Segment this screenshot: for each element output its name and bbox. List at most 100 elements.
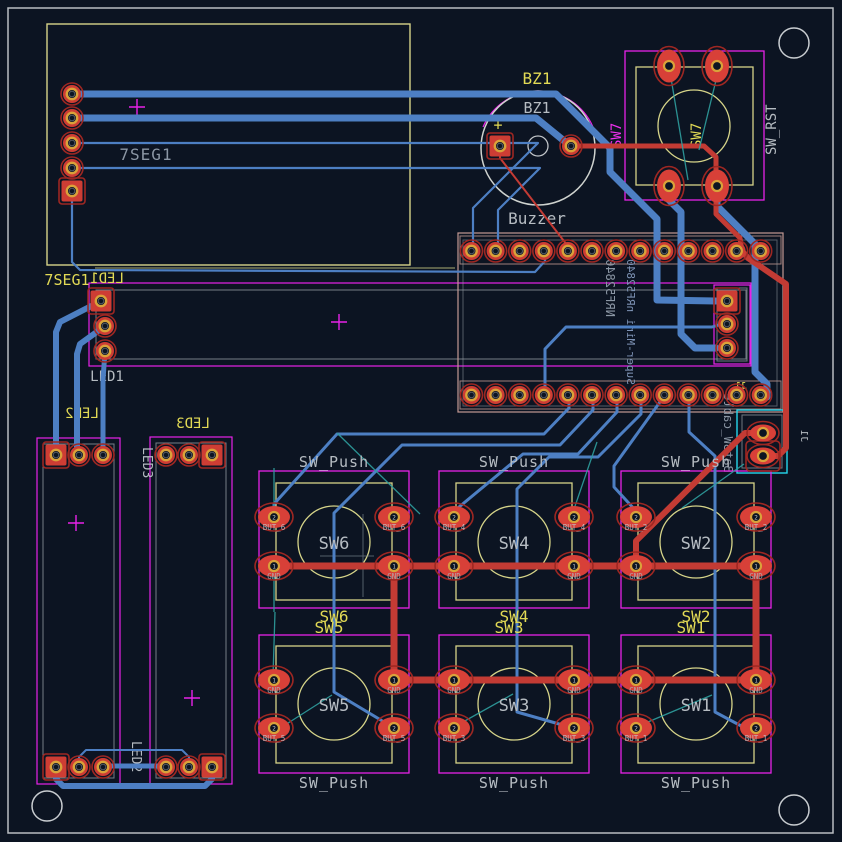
through-hole-pad[interactable] bbox=[60, 82, 84, 106]
trace-blue[interactable] bbox=[332, 393, 595, 730]
through-hole-pad[interactable] bbox=[42, 441, 70, 469]
through-hole-pad[interactable] bbox=[434, 665, 474, 695]
through-hole-pad[interactable] bbox=[604, 239, 628, 263]
trace-blue[interactable] bbox=[74, 323, 108, 458]
trace-blue[interactable] bbox=[100, 348, 108, 458]
through-hole-pad[interactable] bbox=[556, 383, 580, 407]
through-hole-pad[interactable] bbox=[67, 443, 91, 467]
through-hole-pad[interactable] bbox=[93, 314, 117, 338]
through-hole-pad[interactable] bbox=[652, 383, 677, 407]
through-hole-pad[interactable] bbox=[154, 443, 178, 467]
through-hole-pad[interactable] bbox=[254, 551, 294, 581]
through-hole-pad[interactable] bbox=[254, 713, 294, 743]
through-hole-pad[interactable] bbox=[58, 177, 86, 205]
through-hole-pad[interactable] bbox=[616, 665, 656, 695]
through-hole-pad[interactable] bbox=[736, 551, 776, 581]
through-hole-pad[interactable] bbox=[198, 441, 226, 469]
through-hole-pad[interactable] bbox=[60, 131, 84, 155]
through-hole-pad[interactable] bbox=[652, 239, 677, 263]
through-hole-pad[interactable] bbox=[507, 239, 532, 263]
through-hole-pad[interactable] bbox=[87, 287, 115, 315]
switch-grid-outlines[interactable] bbox=[258, 470, 772, 774]
through-hole-pad[interactable] bbox=[554, 665, 594, 695]
trace-blue[interactable] bbox=[70, 141, 540, 253]
through-hole-pad[interactable] bbox=[42, 753, 70, 781]
through-hole-pad[interactable] bbox=[483, 383, 508, 407]
through-hole-pad[interactable] bbox=[554, 551, 594, 581]
through-hole-pad[interactable] bbox=[616, 502, 656, 532]
through-hole-pad[interactable] bbox=[554, 502, 594, 532]
through-hole-pad[interactable] bbox=[580, 239, 604, 263]
through-hole-pad[interactable] bbox=[60, 156, 84, 180]
trace-blue[interactable] bbox=[70, 166, 542, 253]
through-hole-pad[interactable] bbox=[676, 239, 701, 263]
through-hole-pad[interactable] bbox=[559, 134, 583, 158]
through-hole-pad[interactable] bbox=[713, 287, 741, 315]
through-hole-pad[interactable] bbox=[434, 551, 474, 581]
mounting-hole-bottom-left[interactable] bbox=[31, 790, 63, 822]
through-hole-pad[interactable] bbox=[434, 502, 474, 532]
through-hole-pad[interactable] bbox=[554, 713, 594, 743]
through-hole-pad[interactable] bbox=[177, 755, 201, 779]
through-hole-pad[interactable] bbox=[531, 383, 556, 407]
pads-layer[interactable] bbox=[42, 45, 781, 781]
through-hole-pad[interactable] bbox=[531, 239, 556, 263]
through-hole-pad[interactable] bbox=[91, 443, 115, 467]
through-hole-pad[interactable] bbox=[374, 713, 414, 743]
through-hole-pad[interactable] bbox=[374, 551, 414, 581]
through-hole-pad[interactable] bbox=[91, 755, 115, 779]
through-hole-pad[interactable] bbox=[748, 383, 773, 407]
through-hole-pad[interactable] bbox=[701, 165, 733, 207]
through-hole-pad[interactable] bbox=[254, 502, 294, 532]
through-hole-pad[interactable] bbox=[746, 420, 780, 446]
through-hole-pad[interactable] bbox=[486, 132, 514, 160]
through-hole-pad[interactable] bbox=[715, 312, 739, 336]
through-hole-pad[interactable] bbox=[715, 336, 739, 360]
through-hole-pad[interactable] bbox=[700, 383, 725, 407]
footprint-7seg1[interactable]: 7SEG1 7SEG1 bbox=[44, 23, 455, 289]
through-hole-pad[interactable] bbox=[724, 239, 749, 263]
through-hole-pad[interactable] bbox=[374, 502, 414, 532]
through-hole-pad[interactable] bbox=[701, 45, 733, 87]
through-hole-pad[interactable] bbox=[628, 383, 653, 407]
through-hole-pad[interactable] bbox=[628, 239, 653, 263]
through-hole-pad[interactable] bbox=[177, 443, 201, 467]
through-hole-pad[interactable] bbox=[254, 665, 294, 695]
through-hole-pad[interactable] bbox=[154, 755, 178, 779]
through-hole-pad[interactable] bbox=[676, 383, 701, 407]
through-hole-pad[interactable] bbox=[748, 239, 773, 263]
through-hole-pad[interactable] bbox=[67, 755, 91, 779]
through-hole-pad[interactable] bbox=[60, 106, 84, 130]
through-hole-pad[interactable] bbox=[580, 383, 604, 407]
trace-blue[interactable] bbox=[515, 393, 643, 730]
through-hole-pad[interactable] bbox=[556, 239, 580, 263]
through-hole-pad[interactable] bbox=[700, 239, 725, 263]
through-hole-pad[interactable] bbox=[736, 713, 776, 743]
through-hole-pad[interactable] bbox=[374, 665, 414, 695]
through-hole-pad[interactable] bbox=[616, 551, 656, 581]
through-hole-pad[interactable] bbox=[653, 165, 685, 207]
board-edge-outline[interactable] bbox=[7, 7, 834, 834]
through-hole-pad[interactable] bbox=[653, 45, 685, 87]
through-hole-pad[interactable] bbox=[507, 383, 532, 407]
mounting-holes[interactable] bbox=[31, 27, 810, 826]
mounting-hole-bottom-right[interactable] bbox=[778, 794, 810, 826]
through-hole-pad[interactable] bbox=[736, 502, 776, 532]
through-hole-pad[interactable] bbox=[746, 443, 780, 469]
through-hole-pad[interactable] bbox=[724, 383, 749, 407]
through-hole-pad[interactable] bbox=[736, 665, 776, 695]
through-hole-pad[interactable] bbox=[459, 239, 484, 263]
trace-blue[interactable] bbox=[68, 90, 720, 305]
mounting-hole-top-right[interactable] bbox=[778, 27, 810, 59]
footprint-sw-rst[interactable]: SW7 SW7 SW_RST bbox=[609, 50, 780, 201]
trace-blue[interactable] bbox=[687, 393, 747, 730]
trace-blue[interactable] bbox=[53, 298, 104, 458]
footprint-led1[interactable]: LED1 LED1 bbox=[88, 271, 752, 385]
through-hole-pad[interactable] bbox=[616, 713, 656, 743]
trace-blue[interactable] bbox=[543, 322, 724, 397]
through-hole-pad[interactable] bbox=[198, 753, 226, 781]
through-hole-pad[interactable] bbox=[93, 339, 117, 363]
through-hole-pad[interactable] bbox=[434, 713, 474, 743]
